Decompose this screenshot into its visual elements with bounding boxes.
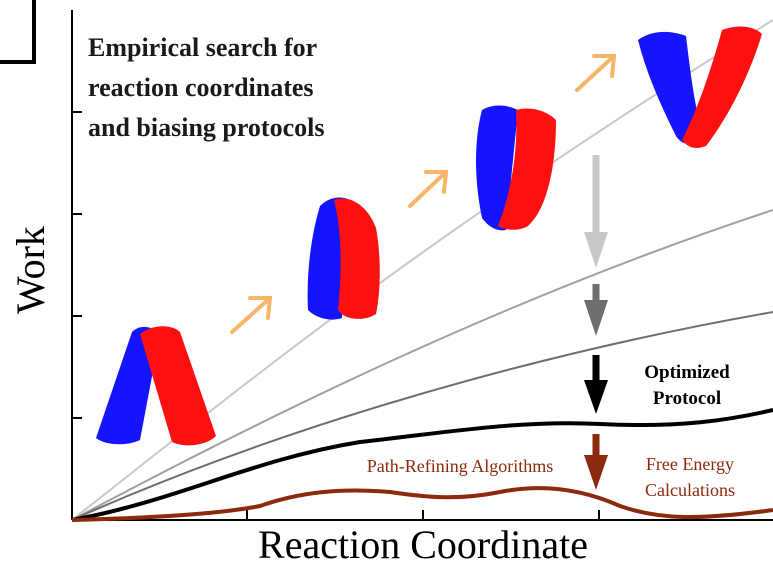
curve-free-energy xyxy=(71,486,773,522)
protein-domain-blue xyxy=(638,31,700,144)
free-energy-line2: Calculations xyxy=(645,480,735,500)
search-annotation-line1: Empirical search for xyxy=(88,33,317,62)
frame-fragment xyxy=(0,0,36,64)
protein-domain-red xyxy=(498,108,556,230)
down-arrow-optimized xyxy=(584,355,608,414)
down-arrow-mid xyxy=(584,284,608,336)
protein-domain-blue xyxy=(96,326,160,445)
curve-light xyxy=(71,209,773,521)
path-refining-label: Path-Refining Algorithms xyxy=(367,456,554,476)
y-axis-label: Work xyxy=(8,226,53,314)
protein-nearly-closed xyxy=(476,105,556,231)
optimized-protocol-line1: Optimized xyxy=(644,362,730,383)
down-arrow-free-energy xyxy=(584,434,608,490)
optimized-protocol-line2: Protocol xyxy=(653,388,721,409)
down-arrow-lightest xyxy=(584,155,608,268)
protein-closed xyxy=(638,26,762,148)
axes xyxy=(71,10,773,521)
x-axis-label: Reaction Coordinate xyxy=(258,522,588,566)
protein-open xyxy=(96,326,216,446)
protein-domain-red xyxy=(334,198,380,319)
free-energy-line1: Free Energy xyxy=(646,454,734,474)
curve-optimized xyxy=(71,408,773,522)
search-annotation-line3: and biasing protocols xyxy=(88,113,324,142)
protein-domain-red xyxy=(140,326,216,446)
protein-domain-red xyxy=(682,26,762,148)
protein-partially-closed xyxy=(307,197,380,320)
transition-arrow xyxy=(408,170,449,208)
search-annotation-line2: reaction coordinates xyxy=(88,73,314,102)
curve-mid xyxy=(71,311,773,521)
transition-arrow xyxy=(230,296,273,334)
transition-arrow xyxy=(575,54,617,92)
